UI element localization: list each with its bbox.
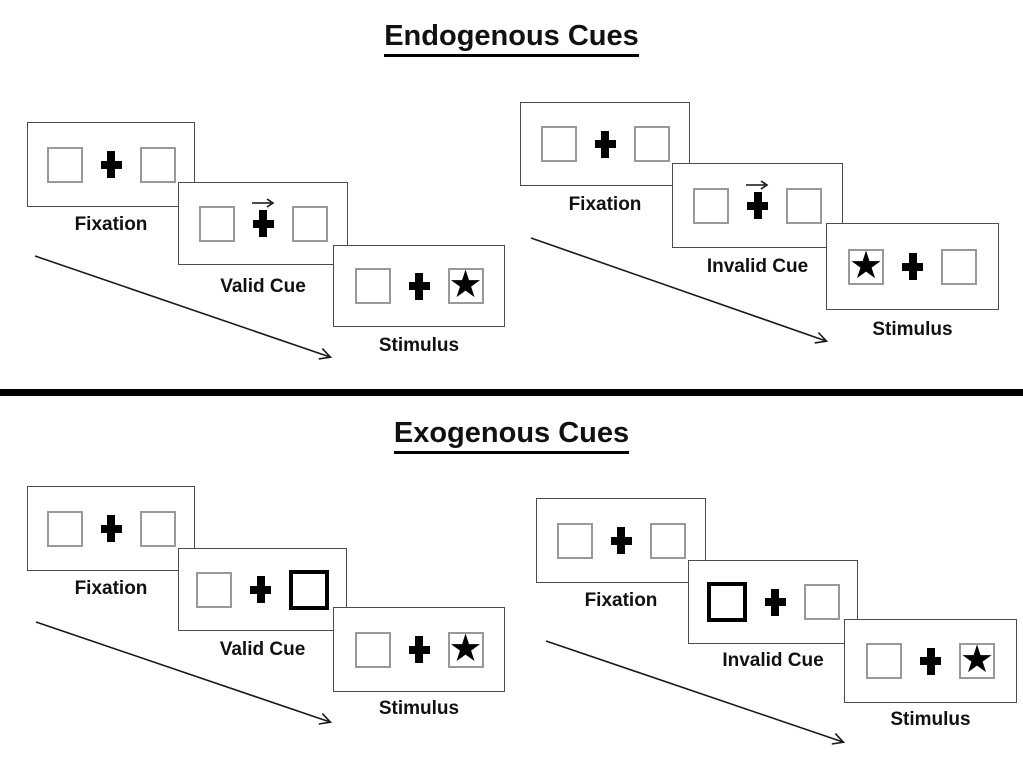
cue-arrow-right-icon: [251, 198, 274, 208]
endo-valid-fixation-panel: [27, 122, 195, 207]
fixation-cross-icon: [408, 636, 430, 663]
left-box: [196, 571, 232, 608]
endo-invalid-stimulus-label: Stimulus: [872, 319, 953, 340]
exo-valid-fixation-label: Fixation: [74, 578, 148, 599]
right-box: ★: [447, 264, 484, 306]
endo-valid-stimulus-panel: ★: [333, 245, 505, 327]
exo-valid-stimulus-panel: ★: [333, 607, 505, 692]
fixation-cross-icon: [251, 198, 274, 237]
exo-invalid-fixation-panel: [536, 498, 706, 583]
right-box: ★: [959, 639, 995, 681]
endo-valid-fixation-label: Fixation: [74, 214, 148, 235]
fixation-cross-icon: [610, 527, 632, 554]
right-box: [786, 187, 822, 224]
right-box: [803, 584, 840, 620]
left-box: [46, 510, 83, 547]
endo-invalid-cue-panel: [672, 163, 843, 248]
left-box-cue-highlight: [706, 582, 747, 622]
time-arrow-endogenous-valid: [34, 255, 333, 360]
exo-valid-cue-panel: [178, 548, 347, 631]
fixation-cross-icon: [746, 180, 769, 219]
right-box: ★: [447, 627, 484, 670]
right-box: [941, 248, 977, 285]
endo-invalid-stimulus-panel: ★: [826, 223, 999, 310]
right-box: [139, 146, 176, 183]
right-box: [649, 522, 686, 559]
endo-invalid-cue-label: Invalid Cue: [706, 256, 809, 277]
exo-invalid-fixation-label: Fixation: [584, 590, 658, 611]
endogenous-section-title: Endogenous Cues: [0, 20, 1023, 57]
exo-invalid-stimulus-label: Stimulus: [890, 709, 971, 730]
endo-invalid-fixation-label: Fixation: [568, 194, 642, 215]
exo-valid-cue-label: Valid Cue: [219, 639, 306, 660]
endo-valid-cue-label: Valid Cue: [220, 276, 306, 297]
time-arrow-exogenous-valid: [35, 621, 333, 725]
left-box: [354, 631, 391, 668]
exogenous-title-text: Exogenous Cues: [393, 417, 630, 454]
exogenous-section-title: Exogenous Cues: [0, 417, 1023, 454]
fixation-cross-icon: [902, 253, 923, 280]
fixation-cross-icon: [764, 588, 786, 616]
right-box-cue-highlight: [289, 569, 329, 610]
exo-valid-fixation-panel: [27, 486, 195, 571]
exo-invalid-cue-label: Invalid Cue: [722, 650, 824, 671]
fixation-cross-icon: [594, 130, 616, 158]
endo-invalid-fixation-panel: [520, 102, 690, 186]
endo-valid-cue-panel: [178, 182, 348, 265]
fixation-cross-icon: [250, 576, 271, 603]
star-icon: ★: [848, 244, 884, 287]
right-box: [139, 510, 176, 547]
fixation-cross-icon: [100, 151, 122, 178]
exo-valid-stimulus-label: Stimulus: [378, 698, 460, 719]
exo-invalid-cue-panel: [688, 560, 858, 644]
left-box: [693, 187, 729, 224]
fixation-cross-icon: [920, 647, 941, 675]
fixation-cross-icon: [100, 515, 122, 542]
left-box: [198, 205, 235, 242]
star-icon: ★: [959, 639, 995, 681]
exo-invalid-stimulus-panel: ★: [844, 619, 1017, 703]
right-box: [291, 205, 328, 242]
left-box: [540, 126, 577, 162]
right-box: [633, 126, 670, 162]
left-box: [866, 643, 902, 679]
left-box: [556, 522, 593, 559]
left-box: [46, 146, 83, 183]
endo-valid-stimulus-label: Stimulus: [378, 335, 460, 356]
endogenous-title-text: Endogenous Cues: [384, 20, 639, 57]
cue-arrow-right-icon: [746, 180, 769, 190]
left-box: [354, 268, 391, 304]
section-divider-line: [0, 389, 1023, 396]
left-box: ★: [848, 244, 884, 287]
time-arrow-endogenous-invalid: [530, 237, 829, 344]
star-icon: ★: [448, 264, 483, 306]
fixation-cross-icon: [408, 272, 430, 300]
star-icon: ★: [448, 627, 483, 670]
